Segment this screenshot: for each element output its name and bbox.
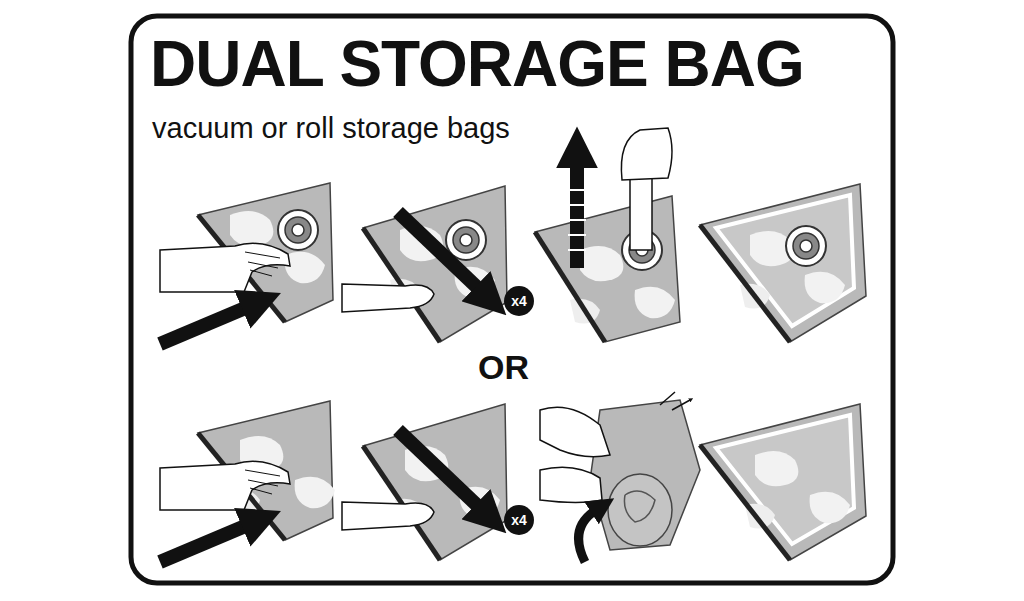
callout-number: x4 bbox=[511, 293, 527, 309]
step-open-zip-vacuum bbox=[160, 183, 333, 344]
callout-number: x4 bbox=[511, 512, 527, 528]
frame-border bbox=[131, 16, 893, 583]
step-flat-bag-roll bbox=[700, 404, 866, 560]
step-roll-bag bbox=[540, 392, 700, 562]
step-close-zip-vacuum bbox=[342, 186, 507, 342]
repeat-count-badge: x4 bbox=[504, 505, 534, 535]
title: DUAL STORAGE BAG bbox=[150, 32, 804, 96]
separator-word: OR bbox=[478, 350, 529, 384]
subtitle: vacuum or roll storage bags bbox=[152, 114, 510, 143]
step-open-zip-roll bbox=[160, 401, 335, 562]
step-flat-bag-vacuum bbox=[700, 184, 866, 342]
step-vacuum-valve bbox=[535, 128, 680, 342]
repeat-count-badge: x4 bbox=[504, 286, 534, 316]
step-close-zip-roll bbox=[342, 404, 507, 560]
